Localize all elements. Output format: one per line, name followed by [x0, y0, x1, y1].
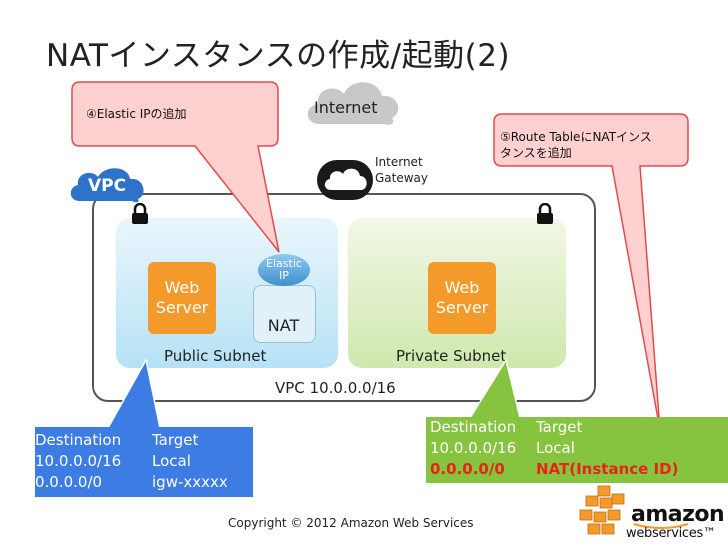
- public-route-row-1-destination: 10.0.0.0/16: [35, 452, 122, 470]
- vpc-badge-label: VPC: [88, 176, 127, 196]
- private-route-row-1-target: Local: [536, 439, 575, 457]
- private-route-table: Destination Target 10.0.0.0/16 Local 0.0…: [426, 417, 728, 483]
- private-web-server: Web Server: [428, 262, 496, 334]
- amazon-smile-icon: [633, 523, 689, 529]
- public-route-row-1-target: Local: [152, 452, 191, 470]
- public-route-row-2-destination: 0.0.0.0/0: [35, 473, 103, 491]
- vpc-cidr-label: VPC 10.0.0.0/16: [275, 379, 396, 397]
- public-subnet-lock-icon: [132, 203, 148, 224]
- web-services-logo-text: webservices™: [626, 526, 716, 541]
- aws-boxes-logo-icon: [579, 485, 625, 535]
- nat-label: NAT: [267, 316, 300, 335]
- private-route-header-target: Target: [536, 418, 583, 436]
- private-route-header-destination: Destination: [430, 418, 517, 436]
- public-route-header-target: Target: [152, 431, 199, 449]
- callout-elastic-ip-text: ④Elastic IPの追加: [86, 107, 187, 121]
- amazon-logo-text: amazon: [631, 502, 725, 527]
- copyright-footer: Copyright © 2012 Amazon Web Services: [228, 516, 474, 530]
- private-subnet-label: Private Subnet: [396, 347, 507, 365]
- private-route-row-1-destination: 10.0.0.0/16: [430, 439, 517, 457]
- public-route-header-destination: Destination: [35, 431, 122, 449]
- public-web-server: Web Server: [148, 262, 216, 334]
- public-route-table: Destination Target 10.0.0.0/16 Local 0.0…: [35, 427, 253, 497]
- public-route-row-2-target: igw-xxxxx: [152, 473, 228, 491]
- callout-route-table-text-1: ⑤Route TableにNATインス: [500, 130, 652, 144]
- internet-gateway-label: Internet Gateway: [375, 155, 429, 185]
- slide-title: NATインスタンスの作成/起動(2): [46, 38, 511, 74]
- internet-gateway-icon: [317, 160, 373, 200]
- callout-route-table-text-2: タンスを追加: [500, 146, 572, 160]
- private-route-row-2-target: NAT(Instance ID): [536, 460, 679, 478]
- elastic-ip: Elastic IP: [258, 254, 310, 286]
- internet-label: Internet: [314, 98, 378, 117]
- private-route-row-2-destination: 0.0.0.0/0: [430, 460, 505, 478]
- nat-instance: [253, 285, 316, 343]
- vpc-cloud-icon: [70, 168, 144, 203]
- private-subnet-lock-icon: [537, 203, 553, 224]
- internet-cloud-icon: [307, 82, 399, 125]
- public-subnet-label: Public Subnet: [164, 347, 267, 365]
